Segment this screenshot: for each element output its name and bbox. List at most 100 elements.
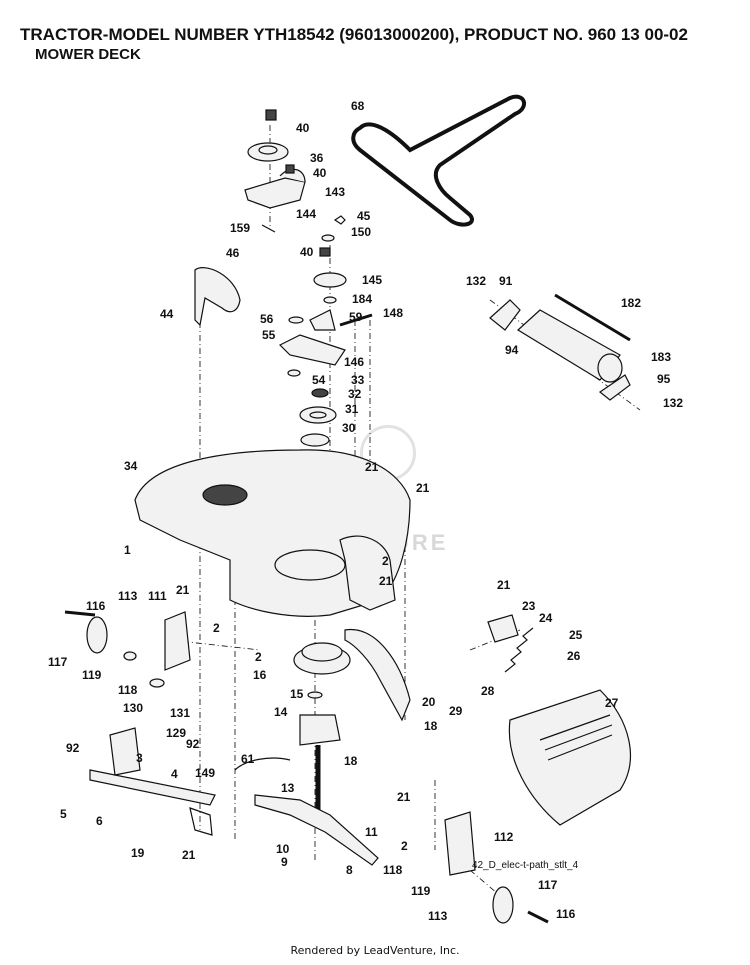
callout-label: 29 — [449, 704, 463, 718]
callout-label: 36 — [310, 151, 324, 165]
callout-label: 119 — [411, 884, 431, 898]
callout-label: 21 — [379, 574, 393, 588]
callout-label: 112 — [494, 830, 514, 844]
callout-label: 30 — [342, 421, 356, 435]
callout-label: 31 — [345, 402, 359, 416]
callout-label: 23 — [522, 599, 536, 613]
callout-label: 111 — [148, 589, 167, 603]
drive-belt — [351, 94, 526, 227]
callout-label: 143 — [325, 185, 345, 199]
callout-label: 9 — [281, 855, 288, 869]
deck-spindle-opening — [274, 549, 346, 581]
callout-label: 21 — [497, 578, 511, 592]
callout-label: 148 — [383, 306, 403, 320]
callout-label: 145 — [362, 273, 382, 287]
callout-label: 14 — [274, 705, 288, 719]
callout-label: 40 — [313, 166, 327, 180]
callout-label: 21 — [365, 460, 379, 474]
footer-credit: Rendered by LeadVenture, Inc. — [290, 944, 460, 957]
deck-roller-assembly — [489, 293, 631, 401]
callout-label: 68 — [351, 99, 365, 113]
callout-label: 182 — [621, 296, 641, 310]
belt-cover — [194, 267, 241, 327]
callout-label: 15 — [290, 687, 304, 701]
callout-label: 18 — [424, 719, 438, 733]
callout-label: 24 — [539, 611, 553, 625]
blade-spindle-assembly — [293, 642, 351, 820]
callout-label: 118 — [383, 863, 403, 877]
discharge-chute — [508, 689, 631, 826]
callout-label: 94 — [505, 343, 519, 357]
upper-idler-assembly — [244, 109, 346, 257]
callout-label: 116 — [556, 907, 576, 921]
callout-label: 18 — [344, 754, 358, 768]
callout-label: 2 — [255, 650, 262, 664]
callout-label: 59 — [349, 310, 363, 324]
callout-label: 2 — [382, 554, 389, 568]
callout-label: 21 — [182, 848, 196, 862]
callout-label: 159 — [230, 221, 250, 235]
callout-label: 91 — [499, 274, 513, 288]
callout-label: 92 — [66, 741, 80, 755]
callout-label: 116 — [86, 599, 106, 613]
callout-label: 132 — [466, 274, 486, 288]
callout-label: 27 — [605, 696, 619, 710]
callout-label: 21 — [176, 583, 190, 597]
callout-label: 146 — [344, 355, 364, 369]
callout-label: 6 — [96, 814, 103, 828]
callout-label: 183 — [651, 350, 671, 364]
callout-label: 113 — [428, 909, 448, 923]
chute-bracket — [487, 614, 519, 643]
callout-label: 131 — [170, 706, 190, 720]
callout-label: 34 — [124, 459, 138, 473]
callout-label: 118 — [118, 683, 138, 697]
callout-label: 10 — [276, 842, 290, 856]
diagram-subtitle: MOWER DECK — [35, 46, 141, 63]
callout-label: 1 — [124, 543, 131, 557]
callout-label: 26 — [567, 649, 581, 663]
callout-label: 3 — [136, 751, 143, 765]
callout-label: 54 — [312, 373, 326, 387]
deck-lift-arm — [344, 629, 411, 722]
callout-label: 20 — [422, 695, 436, 709]
callout-label: 2 — [401, 839, 408, 853]
drawing-reference-code: 42_D_elec-t-path_stlt_4 — [472, 860, 579, 871]
callout-label: 150 — [351, 225, 371, 239]
callout-label: 132 — [663, 396, 683, 410]
front-hanger-assembly — [89, 727, 291, 836]
callout-label: 13 — [281, 781, 295, 795]
callout-label: 4 — [171, 767, 178, 781]
callout-label: 45 — [357, 209, 371, 223]
callout-label: 11 — [365, 825, 378, 839]
callout-label: 8 — [346, 863, 353, 877]
callout-label: 129 — [166, 726, 186, 740]
callout-label: 21 — [416, 481, 430, 495]
callout-label: 25 — [569, 628, 583, 642]
right-front-wheel-assembly — [444, 811, 549, 924]
callout-label: 40 — [296, 121, 310, 135]
callout-label: 95 — [657, 372, 671, 386]
diagram-title: TRACTOR-MODEL NUMBER YTH18542 (960130002… — [20, 25, 688, 44]
lower-idler-assembly — [278, 272, 373, 475]
chute-spring — [504, 627, 534, 673]
deck-belt-guard — [339, 535, 396, 611]
callout-label: 55 — [262, 328, 276, 342]
callout-label: 44 — [160, 307, 174, 321]
part-callouts: 68 40 36 40 143 144 159 45 150 40 46 44 … — [48, 99, 683, 923]
callout-label: 28 — [481, 684, 495, 698]
callout-label: 16 — [253, 668, 267, 682]
callout-label: 117 — [538, 878, 558, 892]
callout-label: 184 — [352, 292, 372, 306]
left-front-wheel-assembly — [64, 610, 191, 688]
callout-label: 21 — [397, 790, 411, 804]
callout-label: 56 — [260, 312, 274, 326]
callout-label: 2 — [213, 621, 220, 635]
callout-label: 119 — [82, 668, 102, 682]
callout-label: 61 — [241, 752, 255, 766]
callout-label: 113 — [118, 589, 138, 603]
callout-label: 46 — [226, 246, 240, 260]
callout-label: 149 — [195, 766, 215, 780]
callout-label: 92 — [186, 737, 200, 751]
callout-label: 19 — [131, 846, 145, 860]
